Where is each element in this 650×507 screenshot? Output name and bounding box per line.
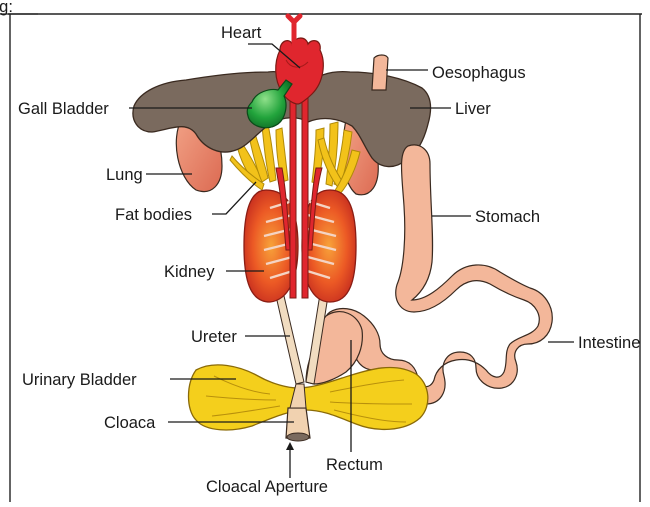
label-intestine: Intestine [548, 334, 640, 352]
label-ureter: Ureter [191, 328, 290, 346]
label-cloacal-aperture: Cloacal Aperture [206, 442, 328, 496]
label-liver-text: Liver [455, 100, 491, 118]
oesophagus [372, 55, 388, 90]
label-gall-bladder-text: Gall Bladder [18, 100, 109, 118]
label-lung-text: Lung [106, 166, 143, 184]
label-ureter-text: Ureter [191, 328, 237, 346]
label-rectum-text: Rectum [326, 456, 383, 474]
label-kidney-text: Kidney [164, 263, 215, 281]
label-oesophagus: Oesophagus [386, 64, 526, 82]
aperture-arrowhead [286, 442, 294, 450]
label-heart-text: Heart [221, 24, 262, 42]
label-stomach: Stomach [432, 208, 540, 226]
label-fat-bodies: Fat bodies [115, 182, 256, 224]
label-intestine-text: Intestine [578, 334, 640, 352]
label-urinary-bladder-text: Urinary Bladder [22, 371, 137, 389]
cloacal-aperture [287, 433, 309, 441]
label-cloacal-aperture-text: Cloacal Aperture [206, 478, 328, 496]
label-stomach-text: Stomach [475, 208, 540, 226]
label-cloaca-text: Cloaca [104, 414, 156, 432]
label-oesophagus-text: Oesophagus [432, 64, 526, 82]
label-lung: Lung [106, 166, 192, 184]
label-fat-bodies-text: Fat bodies [115, 206, 192, 224]
